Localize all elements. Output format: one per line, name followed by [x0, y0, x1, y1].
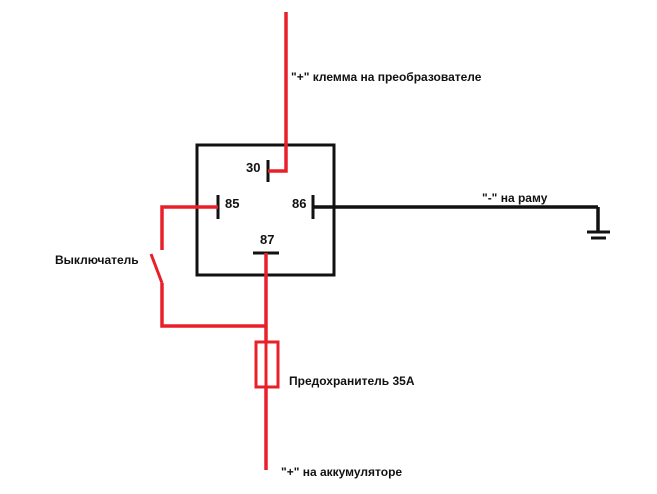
pin-87-label: 87: [260, 232, 274, 247]
wire-switch-to-junction: [160, 283, 266, 328]
converter-terminal-label: "+" клемма на преобразователе: [291, 70, 482, 84]
wire-30-to-converter: [268, 12, 288, 173]
switch-icon: [149, 253, 164, 284]
ground-symbol-icon: [587, 230, 610, 240]
pin-30-label: 30: [246, 160, 260, 175]
fuse-label: Предохранитель 35А: [289, 374, 415, 388]
frame-ground-label: "-" на раму: [482, 191, 548, 205]
pin-86-label: 86: [292, 196, 306, 211]
switch-label: Выключатель: [55, 253, 139, 267]
battery-label: "+" на аккумуляторе: [281, 465, 402, 479]
pin-85-label: 85: [225, 196, 239, 211]
wire-85-to-switch: [160, 205, 218, 250]
